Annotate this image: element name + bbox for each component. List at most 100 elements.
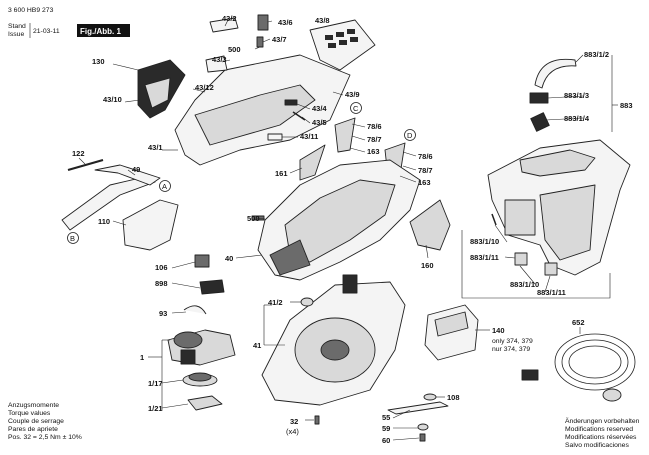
issue-date: 21-03-11 <box>33 28 60 35</box>
charger-connector <box>602 388 622 402</box>
callout-label: 43/12 <box>195 83 214 92</box>
callout-label: 49 <box>132 165 140 174</box>
modification-notes: Änderungen vorbehalten Modifications res… <box>565 417 640 449</box>
callout-label: 163 <box>367 147 380 156</box>
callout-label: 78/7 <box>367 135 382 144</box>
variant-note-line: nur 374, 379 <box>492 346 530 353</box>
handle-assembly <box>137 14 376 166</box>
callout-label: 110 <box>98 217 110 226</box>
callout-labels: 43/2 43/6 43/8 43/7 500 43/3 130 43/10 4… <box>70 14 633 445</box>
callout-label: 140 <box>492 326 505 335</box>
callout-label: 41 <box>253 341 261 350</box>
callout-label: 1 <box>140 353 144 362</box>
grass-bag-side <box>539 184 596 261</box>
handle-bar-49-upper <box>94 164 161 186</box>
screw-60 <box>419 433 426 442</box>
callout-label: 1/21 <box>148 404 163 413</box>
callout-label: 883/1/2 <box>584 50 609 59</box>
callout-label: 130 <box>92 57 105 66</box>
motor-top <box>173 331 203 349</box>
chassis <box>261 274 406 406</box>
callout-label: 898 <box>155 279 168 288</box>
battery-140 <box>424 304 479 361</box>
handle-bars <box>61 158 179 251</box>
callout-label: 93 <box>159 309 167 318</box>
callout-label: 43/10 <box>103 95 122 104</box>
callout-label: 1/17 <box>148 379 163 388</box>
callout-label: 883/1/11 <box>537 288 566 297</box>
callout-label: 883 <box>620 101 633 110</box>
cable-coil-outer <box>554 333 636 391</box>
callout-label: 163 <box>418 178 431 187</box>
blade-assembly <box>314 393 449 442</box>
leader-lines <box>78 19 618 441</box>
display-cover-face <box>144 77 171 109</box>
chassis-hub <box>320 339 350 361</box>
grass-bag-opening <box>519 149 596 177</box>
callout-label: 500 <box>247 214 260 223</box>
torque-line: Anzugsmomente <box>8 402 59 409</box>
keypad <box>325 29 358 48</box>
cable-898 <box>199 279 225 295</box>
blade-55 <box>387 401 449 415</box>
callout-label: (x4) <box>286 427 299 436</box>
callout-label: 43/2 <box>222 14 237 23</box>
bag-wheel-left <box>514 252 528 266</box>
charger-plug <box>521 369 539 381</box>
callout-label: 43/11 <box>300 132 318 141</box>
lever-c <box>334 117 356 153</box>
callout-label: 160 <box>421 261 434 270</box>
callout-label: A <box>162 182 167 191</box>
callout-label: 78/6 <box>418 152 433 161</box>
callout-label: 883/1/3 <box>564 91 589 100</box>
callout-label: 43/9 <box>345 90 360 99</box>
handle-catch <box>205 55 228 73</box>
handle-bar-122 <box>67 158 104 172</box>
callout-label: 883/1/11 <box>470 253 499 262</box>
callout-label: 122 <box>72 149 85 158</box>
seal-1-21 <box>187 395 223 411</box>
callout-label: 43/6 <box>278 18 293 27</box>
stand-label: Stand <box>8 23 26 30</box>
handle-clip <box>209 17 239 33</box>
callout-label: 43/7 <box>272 35 287 44</box>
callout-label: 43/5 <box>312 118 327 127</box>
variant-note-140: only 374, 379 nur 374, 379 <box>492 338 533 353</box>
callout-label: 55 <box>382 413 390 422</box>
modification-line: Salvo modificaciones <box>565 442 629 449</box>
charger-652 <box>521 333 636 402</box>
modification-line: Modifications reserved <box>565 426 633 433</box>
grass-bag-assembly <box>461 58 631 299</box>
motor-assembly <box>167 254 236 411</box>
grass-bag-frame-outline <box>461 230 611 299</box>
blade-spacer-108 <box>423 393 437 401</box>
callout-circle-b <box>67 232 79 244</box>
issue-label: Issue <box>8 31 24 38</box>
seal-43-4 <box>284 99 298 106</box>
torque-line: Pos. 32 = 2,5 Nm ± 10% <box>8 434 82 441</box>
bearing-41-2 <box>300 297 314 307</box>
torque-notes: Anzugsmomente Torque values Couple de se… <box>8 402 82 441</box>
callout-label: 43/1 <box>148 143 163 152</box>
battery-holder <box>342 274 358 294</box>
callout-label: 108 <box>447 393 460 402</box>
clip-93 <box>183 305 207 315</box>
callout-label: 652 <box>572 318 585 327</box>
callout-label: C <box>353 104 359 113</box>
callout-label: 60 <box>382 436 390 445</box>
callout-label: 43/3 <box>212 55 227 64</box>
callout-label: 78/6 <box>367 122 382 131</box>
bag-handle <box>534 58 577 89</box>
screw-32 <box>314 415 320 425</box>
callout-label: 883/1/10 <box>470 237 499 246</box>
callout-label: 41/2 <box>268 298 283 307</box>
switch-button <box>257 14 269 31</box>
callout-label: D <box>407 131 413 140</box>
bag-pin <box>491 213 497 226</box>
callout-label: 161 <box>275 169 288 178</box>
torque-line: Torque values <box>8 410 51 417</box>
modification-line: Modifications réservées <box>565 434 637 441</box>
cable-coil-mid <box>561 339 629 385</box>
callout-label: 883/1/4 <box>564 114 590 123</box>
grass-bag-front <box>504 199 536 236</box>
